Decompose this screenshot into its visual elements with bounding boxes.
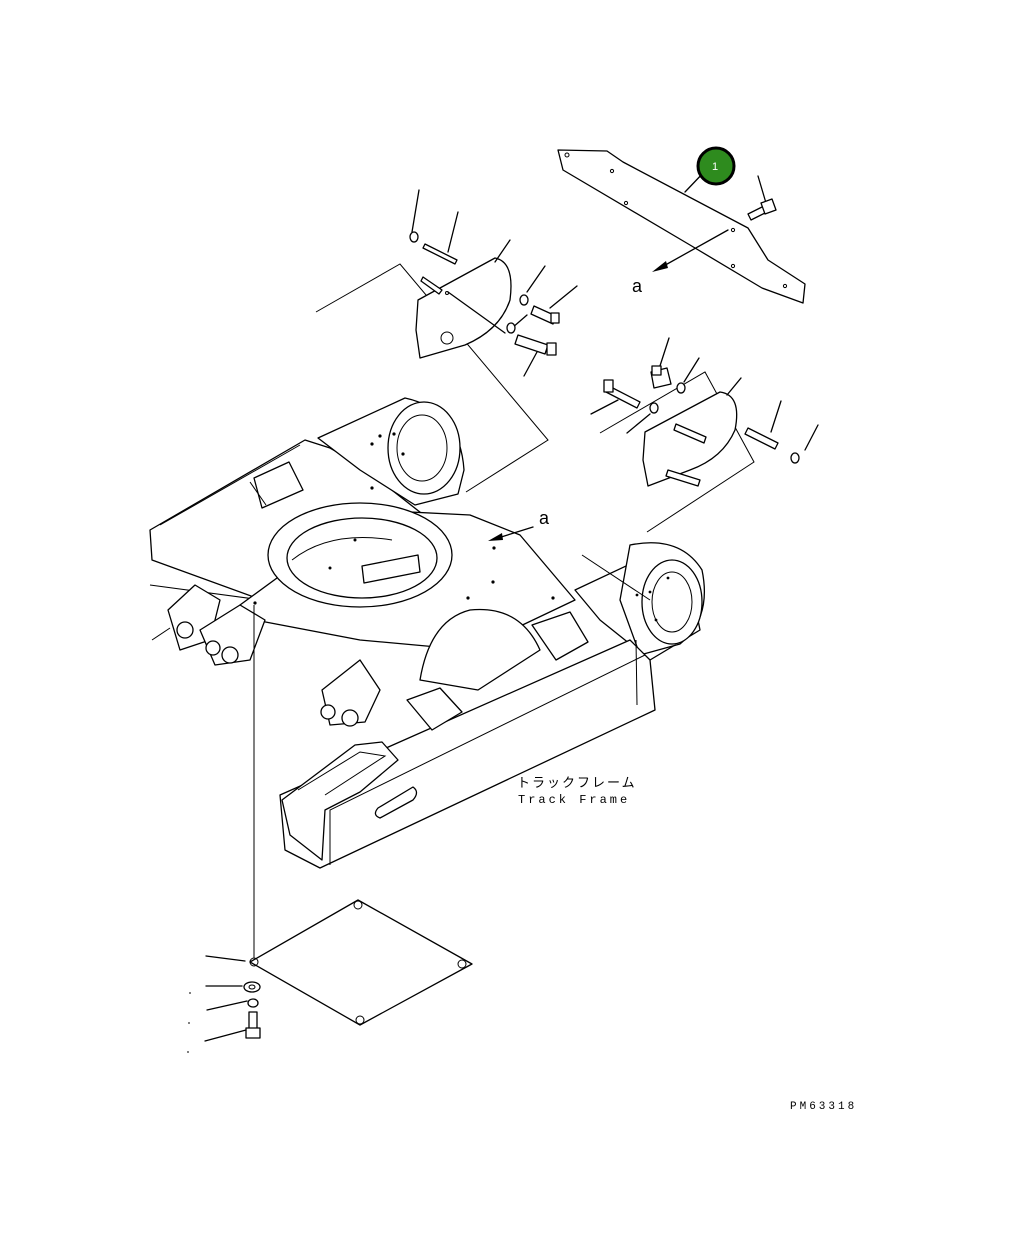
part-callout-1[interactable]: 1 xyxy=(696,146,736,186)
drawing-code: PM63318 xyxy=(790,1101,857,1113)
view-label-lower: a xyxy=(539,508,550,528)
left-bracket-assembly xyxy=(315,189,578,493)
cover-bolt xyxy=(747,175,777,221)
right-bracket-assembly xyxy=(590,337,819,533)
cover-plate xyxy=(557,149,806,304)
callout-number: 1 xyxy=(712,161,718,173)
frame-label-english: Track Frame xyxy=(518,793,630,807)
view-arrow-upper: a xyxy=(632,229,729,296)
view-arrow-lower: a xyxy=(488,508,550,541)
callout-circle[interactable] xyxy=(696,146,736,186)
under-cover-plate xyxy=(187,605,473,1053)
frame-label-japanese: トラックフレーム xyxy=(517,776,637,791)
track-frame xyxy=(149,397,705,869)
view-label-upper: a xyxy=(632,276,643,296)
